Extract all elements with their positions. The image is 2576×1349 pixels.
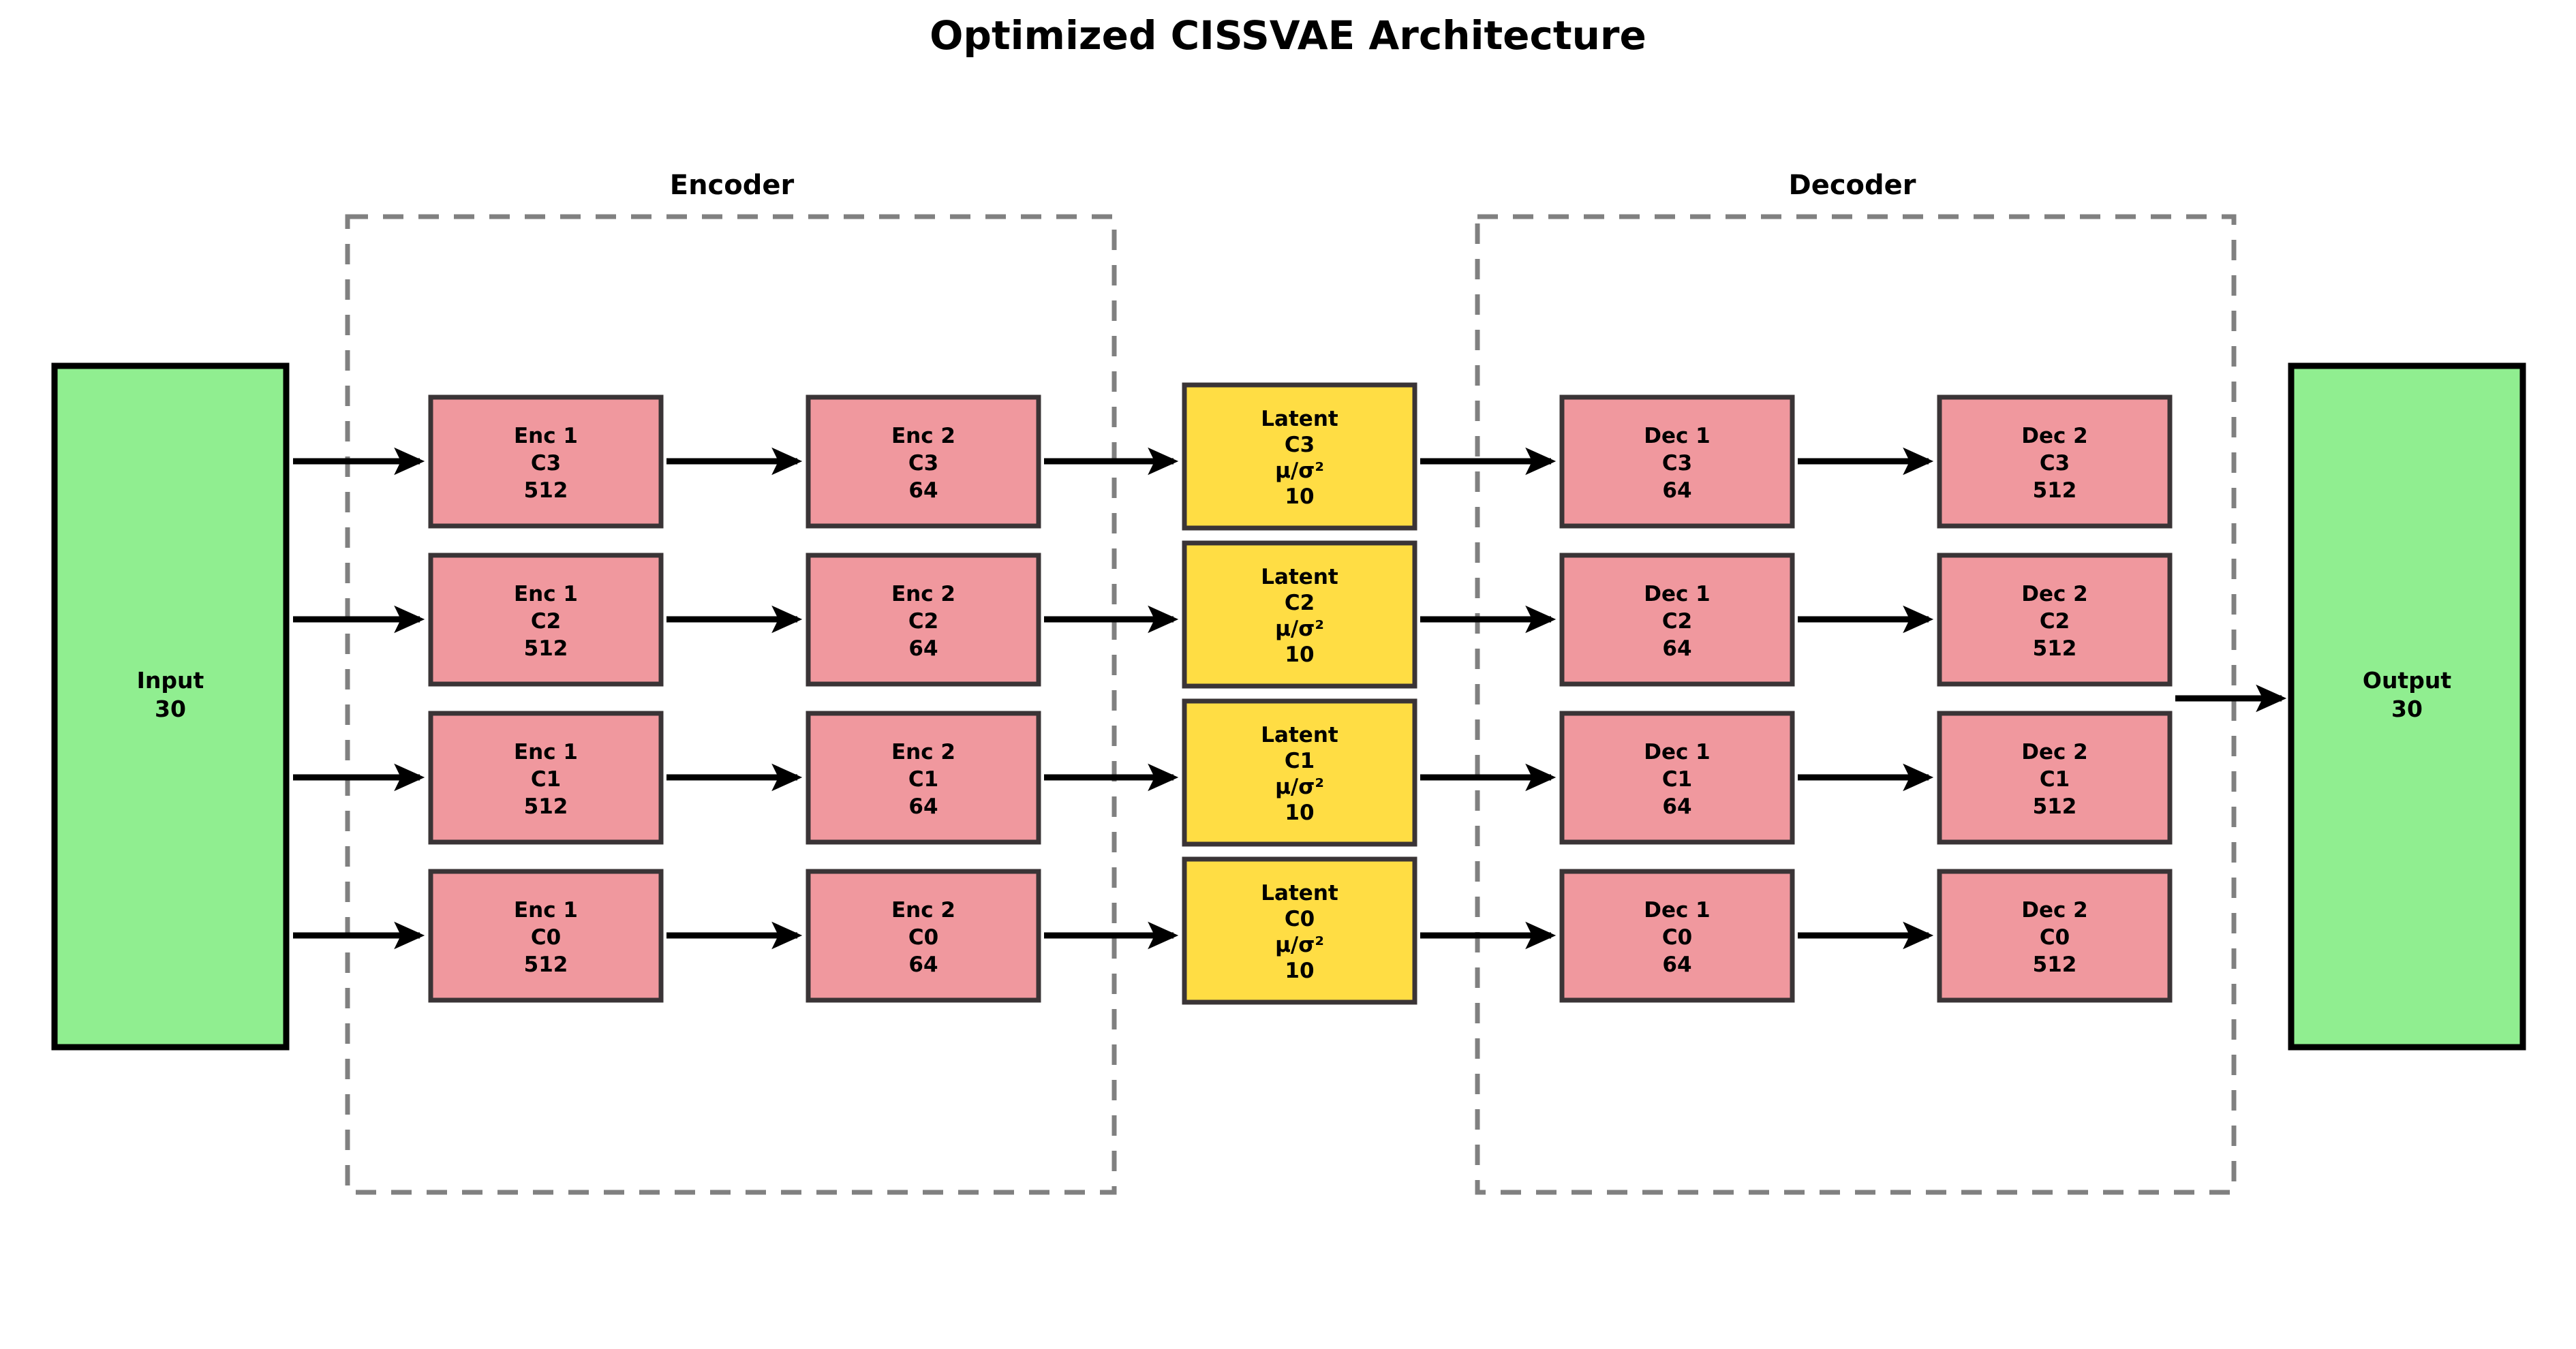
node-enc1-c0-cluster: C0: [531, 925, 561, 950]
node-dec1-c2-cluster: C2: [1662, 609, 1692, 634]
node-dec2-c0-name: Dec 2: [2021, 898, 2088, 922]
node-latent-c2-cluster: C2: [1285, 591, 1315, 615]
node-enc2-c0[interactable]: [806, 869, 1041, 1003]
node-latent-c0-dim: 10: [1285, 959, 1314, 983]
node-dec2-c0-cluster: C0: [2040, 925, 2070, 950]
node-dec1-c3-name: Dec 1: [1644, 424, 1711, 448]
node-enc1-c0-dim: 512: [524, 952, 568, 977]
node-dec2-c3-dim: 512: [2033, 478, 2077, 503]
node-latent-c2-dim: 10: [1285, 642, 1314, 667]
node-dec1-c1[interactable]: [1559, 711, 1795, 845]
node-dec2-c2[interactable]: [1937, 553, 2173, 687]
node-dec1-c0-name: Dec 1: [1644, 898, 1711, 922]
node-enc1-c1-cluster: C1: [531, 767, 561, 792]
node-dec2-c1-name: Dec 2: [2021, 740, 2088, 764]
input-node-label: Input: [137, 667, 204, 694]
node-enc2-c0-name: Enc 2: [891, 898, 955, 922]
node-latent-c2-name: Latent: [1261, 565, 1338, 589]
node-dec2-c3[interactable]: [1937, 394, 2173, 529]
node-enc2-c1-name: Enc 2: [891, 740, 955, 764]
node-dec2-c3-name: Dec 2: [2021, 424, 2088, 448]
input-node[interactable]: [51, 362, 290, 1051]
node-dec2-c2-dim: 512: [2033, 636, 2077, 661]
node-dec1-c3[interactable]: [1559, 394, 1795, 529]
node-enc2-c1-dim: 64: [908, 794, 938, 819]
decoder-group-box: [1475, 214, 2237, 1195]
node-dec1-c0[interactable]: [1559, 869, 1795, 1003]
node-latent-c2-param: μ/σ²: [1275, 617, 1324, 641]
node-latent-c3-dim: 10: [1285, 484, 1314, 509]
node-dec1-c3-cluster: C3: [1662, 451, 1692, 476]
node-latent-c0-param: μ/σ²: [1275, 933, 1324, 957]
node-latent-c2[interactable]: [1182, 540, 1417, 689]
node-dec2-c3-cluster: C3: [2040, 451, 2070, 476]
node-dec1-c0-cluster: C0: [1662, 925, 1692, 950]
node-dec2-c2-cluster: C2: [2040, 609, 2070, 634]
node-enc2-c0-dim: 64: [908, 952, 938, 977]
node-enc2-c1[interactable]: [806, 711, 1041, 845]
group-label-encoder: Encoder: [670, 170, 795, 201]
node-enc2-c2-dim: 64: [908, 636, 938, 661]
node-dec1-c2-name: Dec 1: [1644, 582, 1711, 606]
node-enc1-c3[interactable]: [428, 394, 664, 529]
node-enc1-c1-name: Enc 1: [514, 740, 578, 764]
node-enc2-c3-dim: 64: [908, 478, 938, 503]
node-latent-c0-cluster: C0: [1285, 907, 1315, 931]
node-latent-c3[interactable]: [1182, 382, 1417, 531]
node-dec1-c1-dim: 64: [1662, 794, 1691, 819]
node-latent-c3-name: Latent: [1261, 407, 1338, 431]
encoder-group-box: [345, 214, 1117, 1195]
output-node[interactable]: [2288, 362, 2526, 1051]
node-enc1-c2[interactable]: [428, 553, 664, 687]
node-dec1-c1-cluster: C1: [1662, 767, 1692, 792]
node-enc2-c2-cluster: C2: [908, 609, 938, 634]
node-dec1-c2-dim: 64: [1662, 636, 1691, 661]
node-enc2-c2-name: Enc 2: [891, 582, 955, 606]
node-dec1-c1-name: Dec 1: [1644, 740, 1711, 764]
output-node-label: Output: [2363, 667, 2451, 694]
node-enc1-c3-cluster: C3: [531, 451, 561, 476]
node-enc1-c1[interactable]: [428, 711, 664, 845]
node-enc1-c1-dim: 512: [524, 794, 568, 819]
node-latent-c1-dim: 10: [1285, 801, 1314, 825]
node-enc1-c2-dim: 512: [524, 636, 568, 661]
node-latent-c3-cluster: C3: [1285, 433, 1315, 457]
node-latent-c1-cluster: C1: [1285, 749, 1315, 773]
node-enc1-c3-dim: 512: [524, 478, 568, 503]
node-dec2-c1-cluster: C1: [2040, 767, 2070, 792]
node-enc2-c3[interactable]: [806, 394, 1041, 529]
node-enc2-c2[interactable]: [806, 553, 1041, 687]
node-enc1-c2-name: Enc 1: [514, 582, 578, 606]
node-latent-c3-param: μ/σ²: [1275, 459, 1324, 483]
node-dec1-c2[interactable]: [1559, 553, 1795, 687]
node-latent-c1[interactable]: [1182, 698, 1417, 847]
node-enc2-c3-name: Enc 2: [891, 424, 955, 448]
node-latent-c1-name: Latent: [1261, 723, 1338, 747]
node-dec2-c0[interactable]: [1937, 869, 2173, 1003]
node-enc1-c3-name: Enc 1: [514, 424, 578, 448]
node-enc1-c2-cluster: C2: [531, 609, 561, 634]
output-node-dim: 30: [2391, 696, 2423, 722]
node-latent-c0[interactable]: [1182, 856, 1417, 1005]
node-enc1-c0-name: Enc 1: [514, 898, 578, 922]
page-title: Optimized CISSVAE Architecture: [930, 12, 1646, 59]
node-enc1-c0[interactable]: [428, 869, 664, 1003]
node-dec2-c1-dim: 512: [2033, 794, 2077, 819]
node-dec1-c0-dim: 64: [1662, 952, 1691, 977]
node-dec2-c0-dim: 512: [2033, 952, 2077, 977]
node-dec2-c1[interactable]: [1937, 711, 2173, 845]
node-dec1-c3-dim: 64: [1662, 478, 1691, 503]
node-enc2-c3-cluster: C3: [908, 451, 938, 476]
input-node-dim: 30: [155, 696, 186, 722]
node-latent-c1-param: μ/σ²: [1275, 775, 1324, 799]
node-dec2-c2-name: Dec 2: [2021, 582, 2088, 606]
node-latent-c0-name: Latent: [1261, 881, 1338, 905]
node-enc2-c1-cluster: C1: [908, 767, 938, 792]
node-enc2-c0-cluster: C0: [908, 925, 938, 950]
group-label-decoder: Decoder: [1788, 170, 1916, 201]
